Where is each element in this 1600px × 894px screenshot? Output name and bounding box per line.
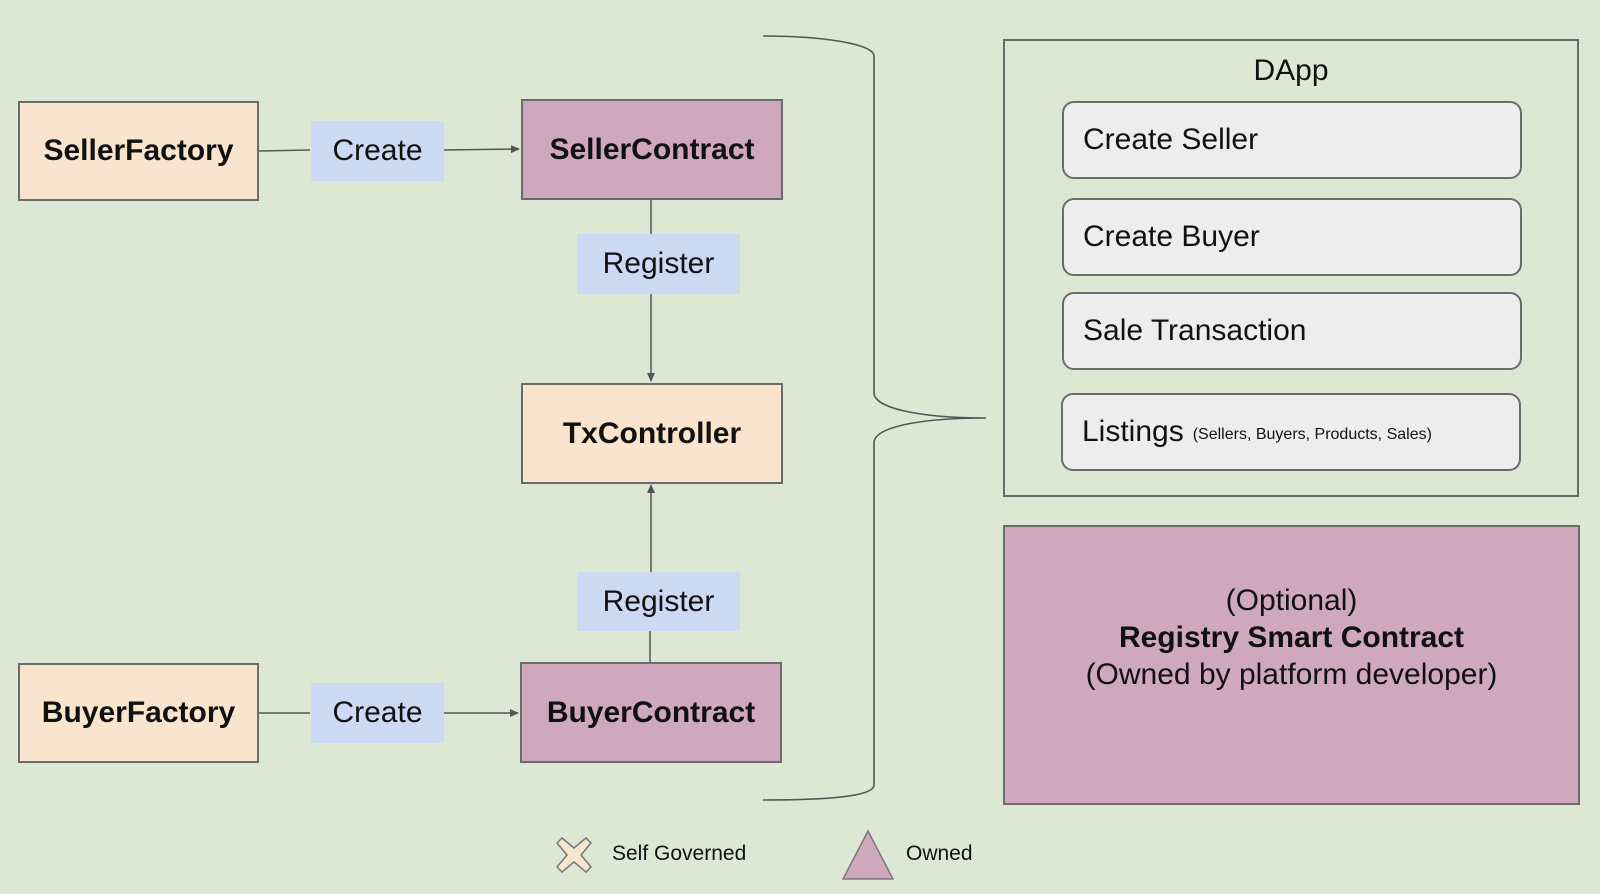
seller-factory-label: SellerFactory [43,134,234,167]
owned-legend-label: Owned [906,842,973,865]
create-seller-edge-label: Create [311,121,444,181]
self-governed-legend-label: Self Governed [612,842,747,865]
grouping-brace [762,35,987,801]
buyer-contract-label: BuyerContract [546,695,756,729]
register-buyer-edge-label: Register [577,572,740,631]
buyer-contract-node: BuyerContract [520,662,782,763]
dapp-panel [1003,39,1579,497]
tx-controller-label: TxController [562,416,742,450]
tx-controller-node: TxController [521,383,783,484]
dapp-item-create-seller: Create Seller [1062,101,1522,179]
dapp-item-sublabel: (Sellers, Buyers, Products, Sales) [1192,426,1432,443]
dapp-item-label: Listings [1082,415,1184,448]
create-buyer-edge-label: Create [311,683,444,743]
registry-box: (Optional) Registry Smart Contract (Owne… [1003,525,1580,805]
dapp-item-label: Sale Transaction [1083,314,1307,347]
dapp-item-listings: Listings (Sellers, Buyers, Products, Sal… [1061,393,1521,471]
owned-icon [841,829,895,880]
register-buyer-text: Register [602,584,715,618]
dapp-item-label: Create Buyer [1083,220,1260,253]
register-seller-edge-label: Register [577,234,740,294]
self-governed-icon [555,836,593,874]
seller-contract-node: SellerContract [521,99,783,200]
buyer-factory-node: BuyerFactory [18,663,259,763]
create-seller-text: Create [332,134,423,167]
dapp-item-sale-transaction: Sale Transaction [1062,292,1522,370]
dapp-item-label: Create Seller [1083,123,1259,156]
create-seller-line [258,149,311,152]
registry-optional: (Optional) [1225,583,1358,617]
buyer-factory-label: BuyerFactory [41,696,236,729]
registry-title: Registry Smart Contract [1118,620,1465,654]
register-seller-text: Register [602,247,715,280]
dapp-title: DApp [1253,54,1329,87]
seller-factory-node: SellerFactory [18,101,259,201]
seller-contract-label: SellerContract [549,132,755,166]
registry-owner: (Owned by platform developer) [1085,657,1498,691]
create-buyer-text: Create [332,696,423,729]
dapp-item-create-buyer: Create Buyer [1062,198,1522,276]
create-seller-arrow [443,145,520,154]
